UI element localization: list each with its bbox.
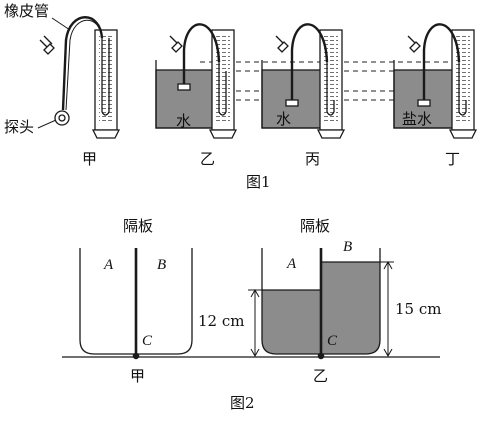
hose-label: 橡皮管 xyxy=(4,2,50,20)
fig1-panel-ding xyxy=(393,23,478,139)
panel-label-bing: 丙 xyxy=(305,150,321,168)
panel-label-yi-fig2: 乙 xyxy=(313,367,329,385)
fig1-panel-jia xyxy=(37,16,121,139)
probe-label: 探头 xyxy=(4,118,35,136)
liquid-label-bing: 水 xyxy=(276,110,292,128)
liquid-label-yi: 水 xyxy=(176,112,192,130)
fig1-panel-yi xyxy=(155,23,238,139)
panel-label-yi: 乙 xyxy=(200,150,216,168)
partition-label-jia: 隔板 xyxy=(123,217,154,235)
figure1-caption: 图1 xyxy=(246,173,271,191)
side-b-jia: B xyxy=(157,257,167,273)
liquid-label-ding: 盐水 xyxy=(402,110,433,128)
side-a-yi: A xyxy=(287,256,297,272)
fig2-container-yi xyxy=(248,248,394,360)
panel-label-jia-fig2: 甲 xyxy=(130,367,146,385)
partition-label-yi: 隔板 xyxy=(300,217,331,235)
panel-label-jia: 甲 xyxy=(82,150,98,168)
fig2-container-jia xyxy=(79,248,193,360)
panel-label-ding: 丁 xyxy=(445,150,461,168)
level-label-a: 12 cm xyxy=(198,312,245,330)
level-label-b: 15 cm xyxy=(395,300,442,318)
side-b-yi: B xyxy=(343,239,353,255)
point-c-jia: C xyxy=(142,333,153,349)
point-c-yi: C xyxy=(327,333,338,349)
side-a-jia: A xyxy=(104,257,114,273)
figure2-caption: 图2 xyxy=(230,394,255,412)
fig1-panel-bing xyxy=(261,23,346,139)
